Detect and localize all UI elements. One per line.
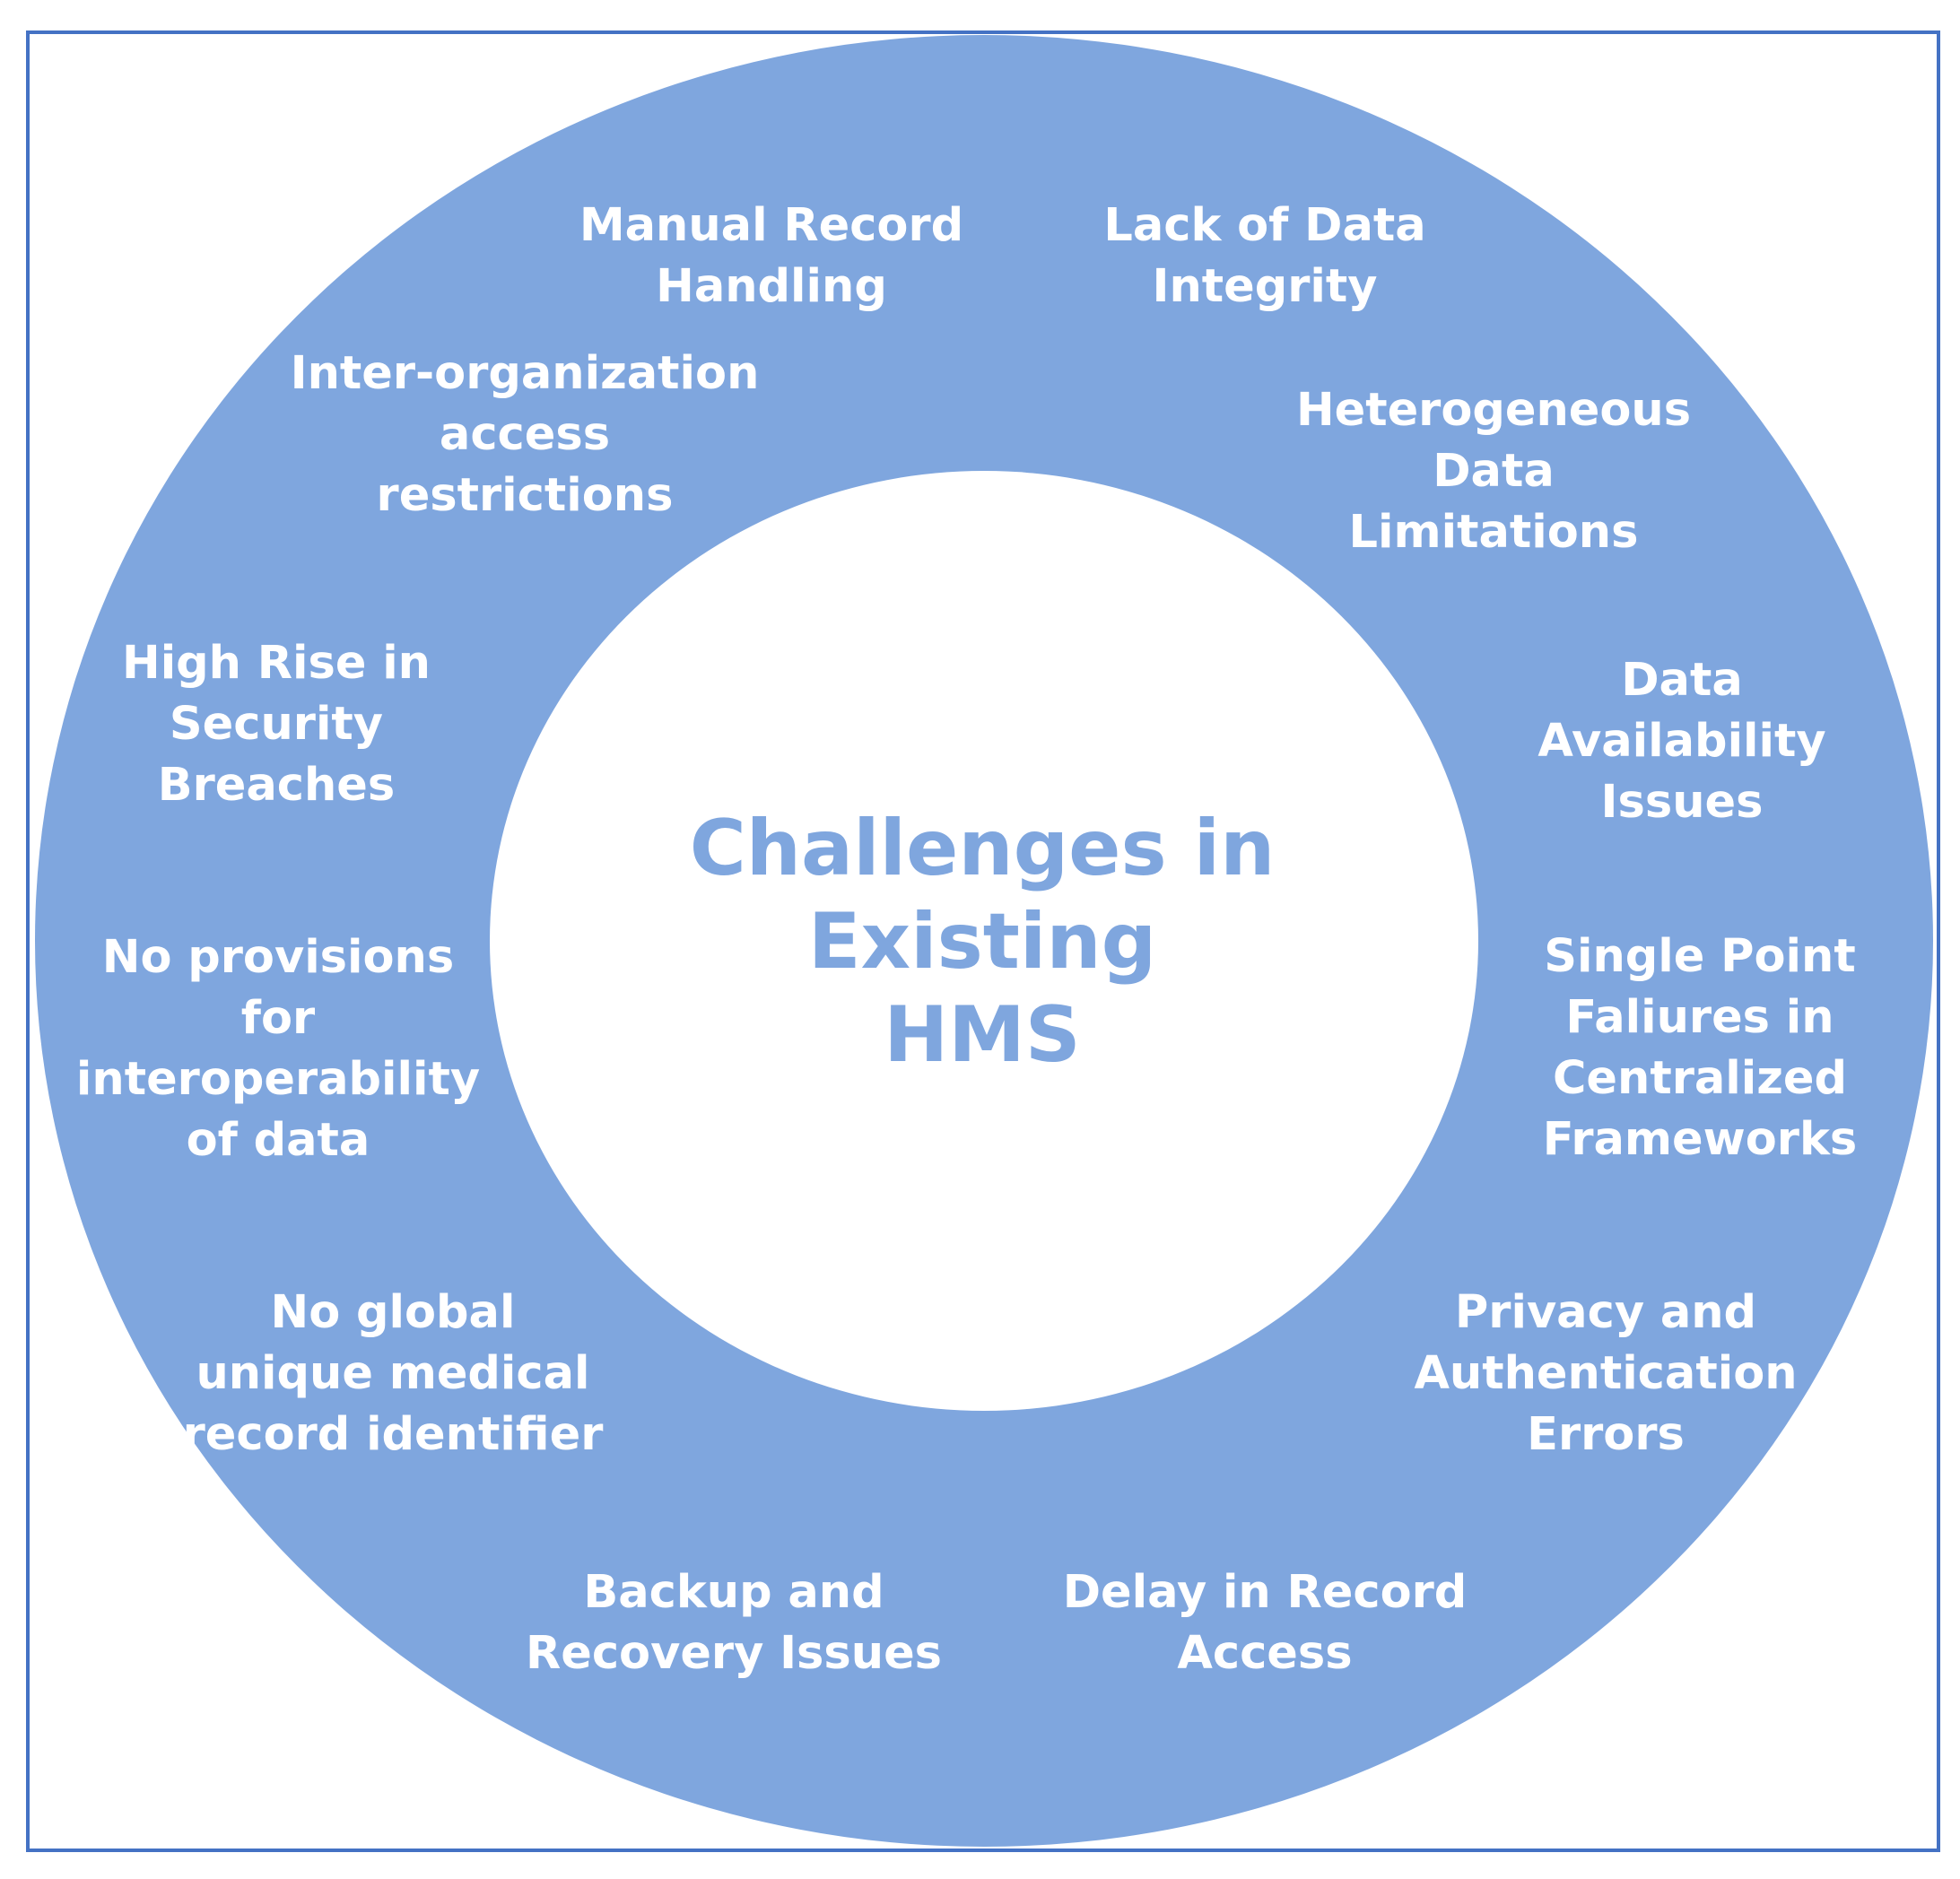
inner-circle — [490, 471, 1478, 1411]
challenge-unique-record-identifier: No global unique medical record identifi… — [182, 1286, 604, 1461]
challenge-security-breaches: High Rise in Security Breaches — [122, 637, 431, 812]
challenge-data-availability: Data Availability Issues — [1538, 654, 1826, 829]
challenge-backup-recovery: Backup and Recovery Issues — [525, 1566, 943, 1680]
challenge-interoperability: No provisions for interoperability of da… — [75, 931, 481, 1167]
challenge-lack-of-data-integrity: Lack of Data Integrity — [1103, 199, 1426, 313]
center-title: Challenges in Existing HMS — [689, 804, 1276, 1080]
challenge-single-point-failures: Single Point Faliures in Centralized Fra… — [1542, 930, 1858, 1166]
challenge-privacy-authentication: Privacy and Authentication Errors — [1414, 1286, 1798, 1461]
challenge-inter-organization-access: Inter-organization access restrictions — [290, 347, 760, 522]
challenge-manual-record-handling: Manual Record Handling — [579, 199, 964, 313]
challenge-record-access-delay: Delay in Record Access — [1062, 1566, 1468, 1680]
challenge-heterogeneous-data: Heterogeneous Data Limitations — [1295, 384, 1692, 559]
